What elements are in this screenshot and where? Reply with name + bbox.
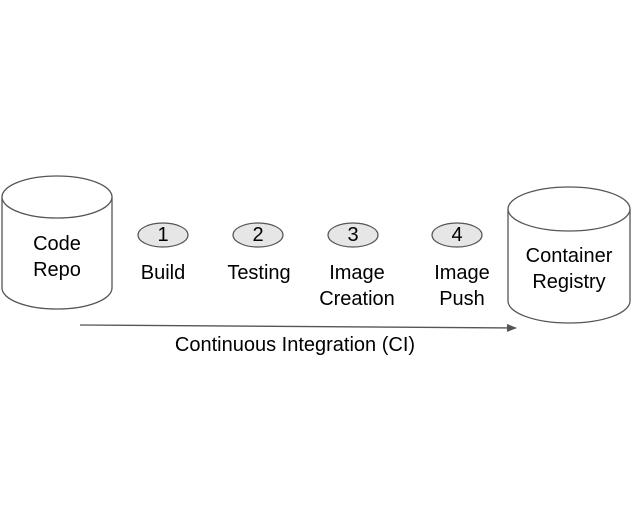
step-4-label: Image Push <box>434 262 490 310</box>
step-2-number: 2 <box>252 224 264 246</box>
step-3-badge <box>327 222 379 248</box>
ci-arrow-label: Continuous Integration (CI) <box>174 334 416 356</box>
step-4-number: 4 <box>451 224 463 246</box>
step-2-label: Testing <box>227 262 291 284</box>
container-registry-cylinder <box>507 186 631 324</box>
step-1-badge <box>137 222 189 248</box>
code-repo-cylinder <box>1 175 113 310</box>
ci-arrow <box>79 323 517 332</box>
code-repo-label: Code Repo <box>33 233 81 281</box>
step-1-label: Build <box>140 262 186 284</box>
step-3-label: Image Creation <box>319 262 395 310</box>
container-registry-label: Container Registry <box>525 245 613 293</box>
step-4-badge <box>431 222 483 248</box>
step-1-number: 1 <box>157 224 169 246</box>
step-2-badge <box>232 222 284 248</box>
step-3-number: 3 <box>347 224 359 246</box>
